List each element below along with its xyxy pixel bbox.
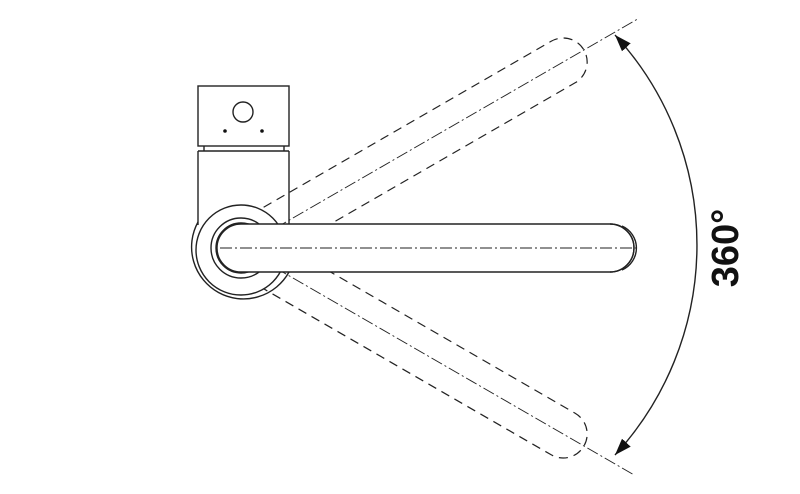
ghost-spout-upper <box>240 17 640 250</box>
rotation-angle-label: 360° <box>705 209 747 288</box>
ghost-spout-lower <box>240 246 636 476</box>
lever-knob <box>232 101 254 123</box>
indicator-dot-left <box>223 129 227 133</box>
spout <box>216 223 638 273</box>
faucet-base <box>197 85 290 225</box>
indicator-dot-right <box>260 129 264 133</box>
rotation-dimension-arc <box>614 34 698 456</box>
